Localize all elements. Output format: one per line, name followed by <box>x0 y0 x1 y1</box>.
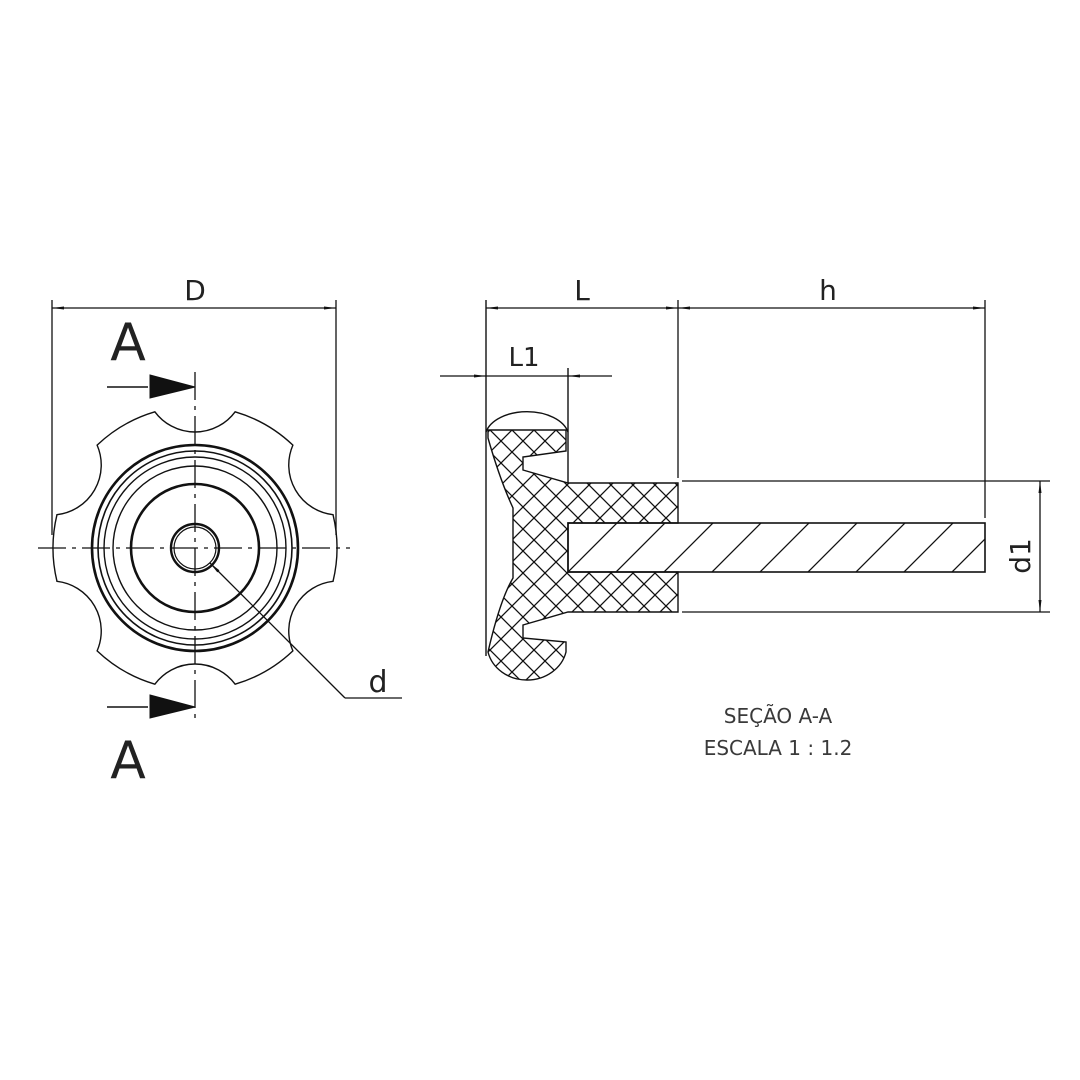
section-title: SEÇÃO A-A <box>724 704 833 728</box>
front-view <box>38 300 402 722</box>
label-d: d <box>368 665 387 700</box>
label-L: L <box>574 274 590 307</box>
knob-section-hatch <box>487 429 679 681</box>
section-arrowhead-top <box>149 374 196 399</box>
section-view <box>440 300 1050 681</box>
section-label-top: A <box>110 313 146 373</box>
section-scale: ESCALA 1 : 1.2 <box>704 736 853 760</box>
label-L1: L1 <box>508 343 539 373</box>
knob-cap-top <box>485 410 569 433</box>
label-d1: d1 <box>1004 538 1037 574</box>
section-arrowhead-bottom <box>149 694 196 719</box>
knob-outline <box>52 410 338 686</box>
leader-d <box>209 562 346 699</box>
label-h: h <box>819 274 837 307</box>
shaft-section <box>567 522 986 573</box>
label-D: D <box>184 274 206 307</box>
section-label-bottom: A <box>110 731 146 791</box>
